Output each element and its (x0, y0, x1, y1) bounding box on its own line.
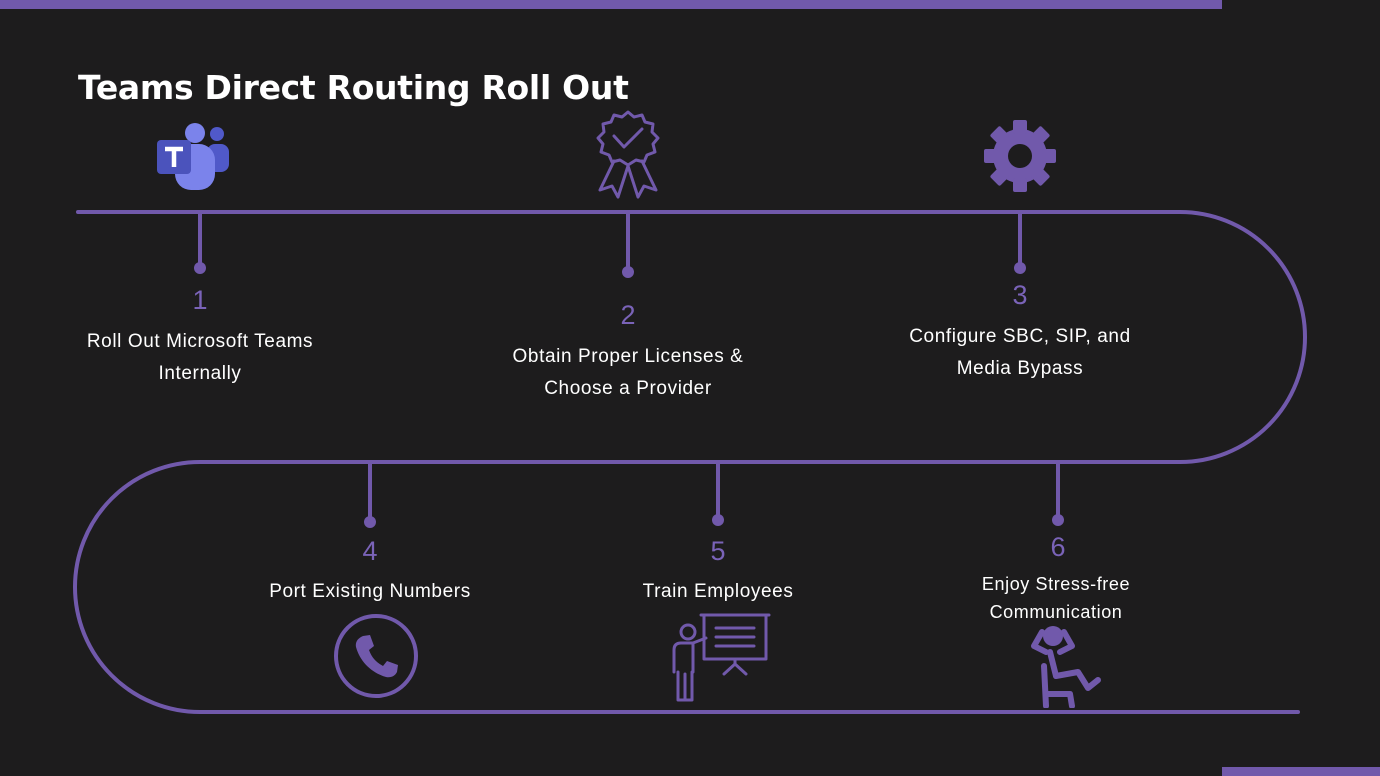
page-title: Teams Direct Routing Roll Out (78, 68, 629, 107)
top-accent-bar (0, 0, 1222, 9)
dot-step-3 (1014, 262, 1026, 274)
bottom-accent-bar (1222, 767, 1380, 776)
gear-icon (984, 120, 1056, 192)
step-number-2: 2 (620, 300, 636, 330)
step-label-3: Configure SBC, SIP, and Media Bypass (909, 326, 1131, 379)
dot-step-4 (364, 516, 376, 528)
step-number-5: 5 (710, 536, 726, 566)
track-path (73, 210, 1307, 714)
step-label-4: Port Existing Numbers (269, 581, 471, 602)
step-number-1: 1 (192, 285, 208, 315)
certificate-badge-icon (596, 110, 660, 199)
phone-icon (334, 614, 418, 698)
step-number-4: 4 (362, 536, 378, 566)
step-number-3: 3 (1012, 280, 1028, 310)
step-label-2: Obtain Proper Licenses & Choose a Provid… (512, 346, 744, 399)
dot-step-1 (194, 262, 206, 274)
presenter-icon (672, 613, 771, 702)
dot-step-2 (622, 266, 634, 278)
step-label-5: Train Employees (642, 581, 794, 602)
step-label-1: Roll Out Microsoft Teams Internally (86, 331, 314, 384)
relaxing-person-icon (1031, 626, 1101, 708)
step-number-6: 6 (1050, 532, 1066, 562)
step-label-6: Enjoy Stress-free Communication (981, 574, 1131, 622)
dot-step-5 (712, 514, 724, 526)
dot-step-6 (1052, 514, 1064, 526)
microsoft-teams-icon (157, 123, 229, 190)
